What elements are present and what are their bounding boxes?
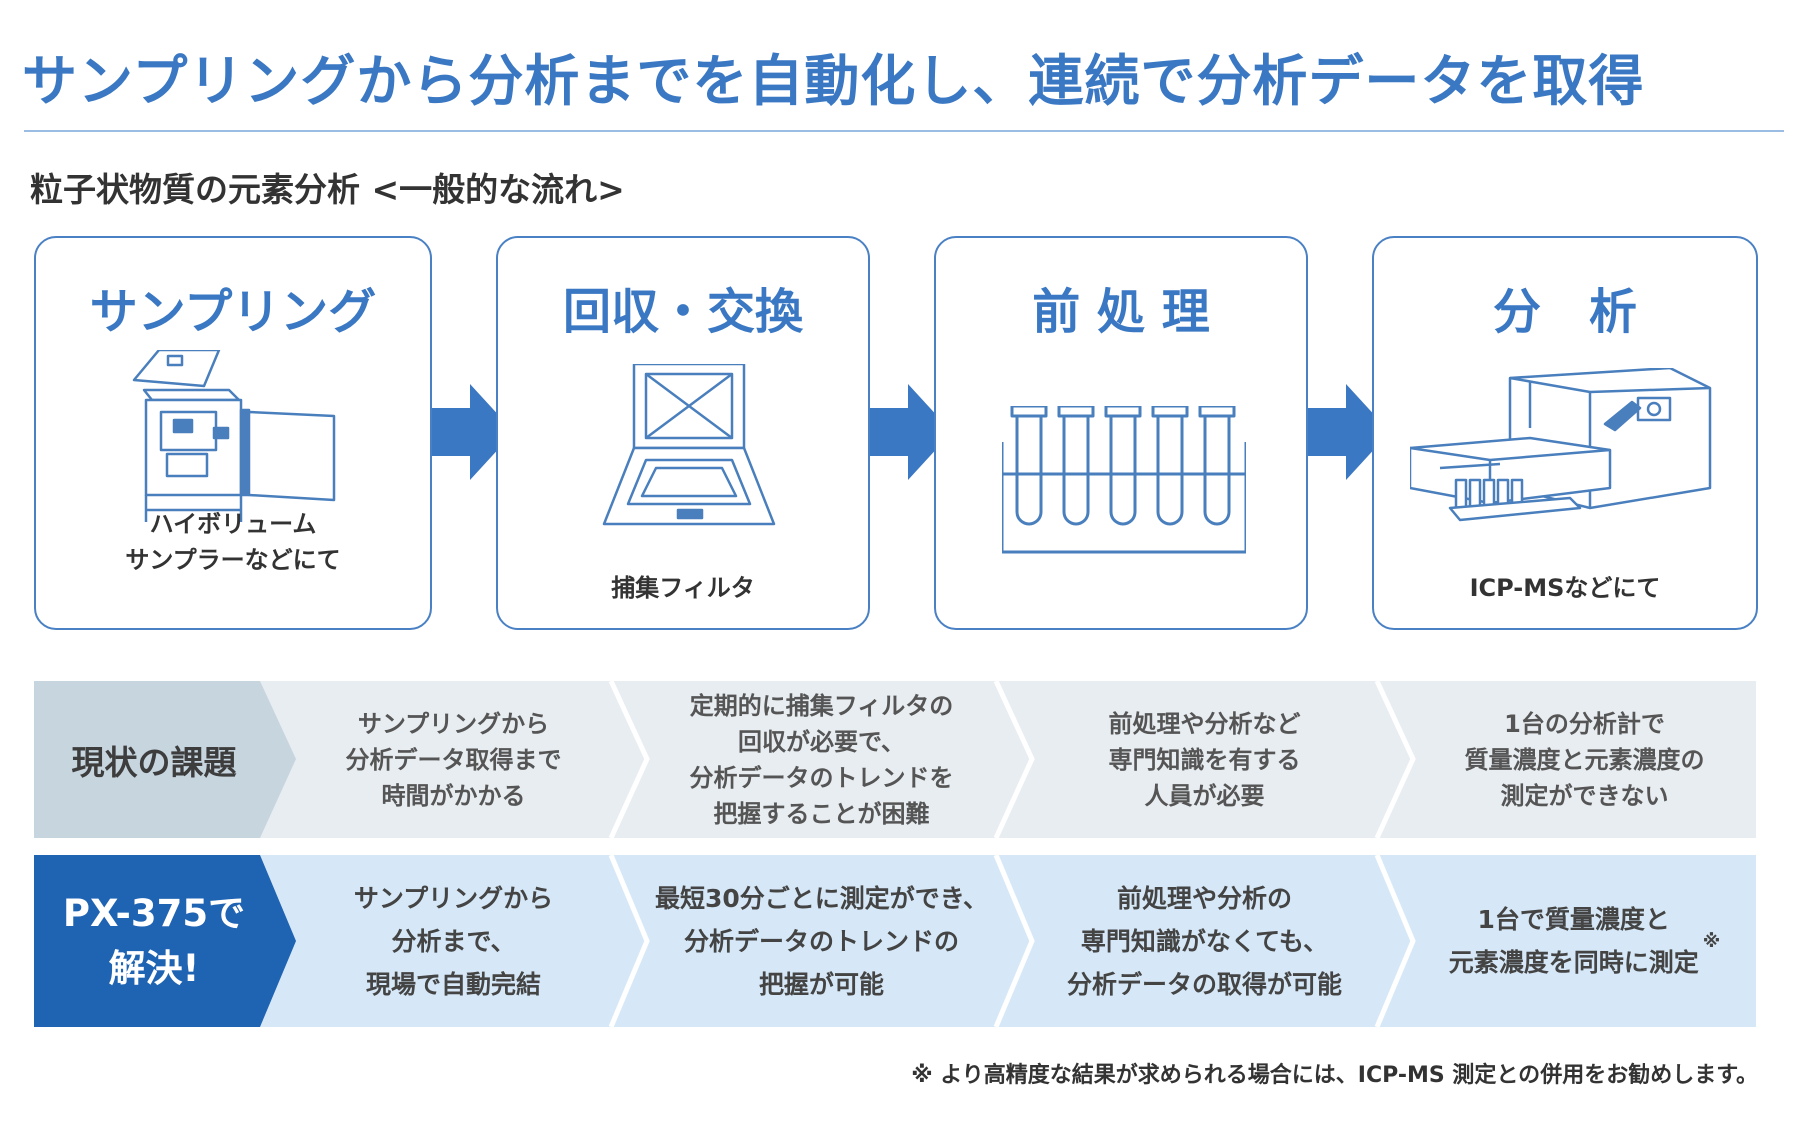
- issue-cell: 前処理や分析など 専門知識を有する 人員が必要: [1108, 709, 1301, 810]
- step-caption: ICP-MSなどにて: [1469, 574, 1661, 602]
- step-caption: 捕集フィルタ: [611, 574, 755, 602]
- issues-chevron-background: [34, 681, 1756, 838]
- issue-cell: サンプリングから 分析データ取得まで 時間がかかる: [345, 709, 562, 810]
- solutions-label: PX-375で 解決!: [62, 892, 246, 990]
- footnote: ※ より高精度な結果が求められる場合には、ICP-MS 測定との併用をお勧めしま…: [911, 1063, 1758, 1088]
- test-tubes-icon: [1002, 406, 1246, 554]
- current-issues-row: 現状の課題 サンプリングから 分析データ取得まで 時間がかかる 定期的に捕集フィ…: [34, 681, 1756, 838]
- issue-cell: 定期的に捕集フィルタの 回収が必要で、 分析データのトレンドを 把握することが困…: [689, 691, 954, 828]
- title-divider: [24, 130, 1784, 132]
- flow-arrow-icon: [870, 384, 952, 480]
- icp-ms-instrument-icon: [1410, 368, 1712, 522]
- page-title: サンプリングから分析までを自動化し、連続で分析データを取得: [22, 49, 1645, 113]
- issue-cell: 1台の分析計で 質量濃度と元素濃度の 測定ができない: [1464, 709, 1705, 810]
- flow-step-collection: 回収・交換 捕集フィルタ: [496, 236, 870, 630]
- solution-cell: 最短30分ごとに測定ができ、 分析データのトレンドの 把握が可能: [654, 883, 989, 999]
- step-title: サンプリング: [89, 284, 377, 340]
- high-volume-sampler-icon: [132, 350, 336, 522]
- issues-label: 現状の課題: [71, 742, 237, 782]
- flow-step-pretreatment: 前 処 理: [934, 236, 1308, 630]
- flow-arrow-icon: [1308, 384, 1390, 480]
- solutions-chevron-background: [34, 855, 1756, 1027]
- solution-cell-last: 1台で質量濃度と 元素濃度を同時に測定※: [1413, 855, 1756, 1027]
- flow-step-sampling: サンプリング ハイボリューム サンプラーなどにて: [34, 236, 432, 630]
- step-title: 前 処 理: [1032, 284, 1210, 340]
- step-title: 分 析: [1492, 284, 1637, 340]
- solution-cell: 前処理や分析の 専門知識がなくても、 分析データの取得が可能: [1066, 883, 1342, 999]
- filter-holder-icon: [602, 364, 776, 526]
- solutions-row: PX-375で 解決! サンプリングから 分析まで、 現場で自動完結 最短30分…: [34, 855, 1756, 1027]
- step-title: 回収・交換: [562, 284, 803, 340]
- step-caption: ハイボリューム サンプラーなどにて: [125, 510, 341, 574]
- solution-cell: サンプリングから 分析まで、 現場で自動完結: [353, 883, 554, 999]
- flow-step-analysis: 分 析 ICP-MSなどにて: [1372, 236, 1758, 630]
- footnote-mark: ※: [1702, 930, 1721, 952]
- solution-cell-text: 1台で質量濃度と 元素濃度を同時に測定: [1448, 905, 1699, 977]
- flow-arrow-icon: [432, 384, 514, 480]
- flow-subtitle: 粒子状物質の元素分析 <一般的な流れ>: [30, 170, 625, 209]
